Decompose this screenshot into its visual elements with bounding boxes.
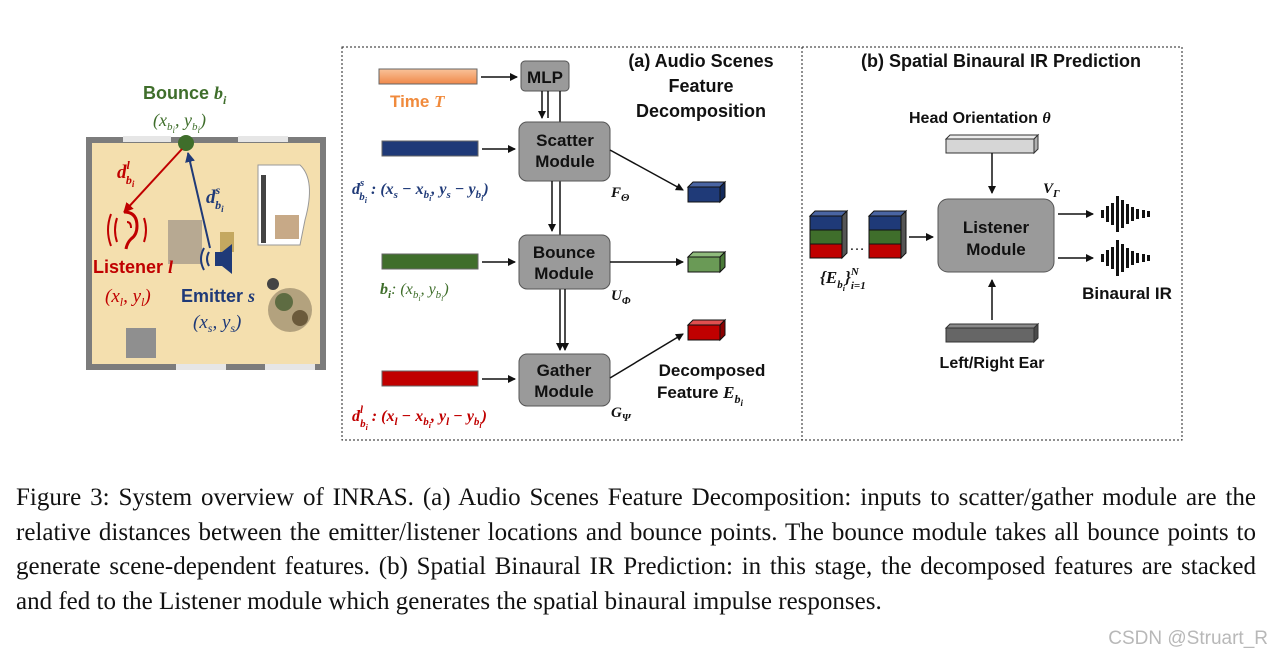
bounce-coord: (xbi, ybi) bbox=[153, 110, 206, 135]
svg-text:Decomposition: Decomposition bbox=[636, 101, 766, 121]
listener-distance-arrow bbox=[123, 148, 183, 213]
panel-a-title: (a) Audio Scenes Feature Decomposition bbox=[628, 51, 773, 121]
gather-module-box bbox=[518, 353, 611, 407]
gather-feature-cube bbox=[686, 318, 727, 342]
window-top-2 bbox=[238, 136, 288, 142]
left-right-ear-bar bbox=[944, 322, 1040, 344]
v-gamma-label: VΓ bbox=[1043, 181, 1060, 200]
speaker-icon bbox=[200, 244, 232, 274]
plant-leaf bbox=[275, 293, 293, 311]
binaural-ir-label: Binaural IR bbox=[1082, 284, 1172, 303]
svg-text:Feature: Feature bbox=[668, 76, 733, 96]
stool bbox=[267, 278, 279, 290]
u-phi-label: UΦ bbox=[611, 288, 631, 307]
emitter-coord: (xs, ys) bbox=[193, 312, 241, 335]
room-illustration bbox=[86, 136, 326, 370]
bounce-module-label: Bounce Module bbox=[533, 243, 595, 283]
svg-text:Scatter: Scatter bbox=[536, 131, 594, 150]
svg-text:Listener: Listener bbox=[963, 218, 1030, 237]
door-bottom bbox=[176, 364, 226, 370]
svg-text:Module: Module bbox=[535, 152, 595, 171]
emitter-distance-arrow bbox=[185, 152, 211, 249]
mlp-label: MLP bbox=[527, 68, 563, 87]
svg-text:Gather: Gather bbox=[537, 361, 592, 380]
listener-module-box bbox=[937, 198, 1055, 273]
bounce-feature-cube bbox=[686, 250, 727, 274]
svg-text:Decomposed: Decomposed bbox=[659, 361, 766, 380]
emitter-label: Emitter s bbox=[181, 286, 255, 306]
bounce-input-bar bbox=[381, 253, 479, 270]
figure-caption: Figure 3: System overview of INRAS. (a) … bbox=[16, 484, 1256, 615]
chair bbox=[168, 220, 202, 264]
mlp-box bbox=[520, 60, 570, 92]
gather-output-arrow bbox=[609, 333, 684, 379]
head-orientation-label: Head Orientation θ bbox=[909, 110, 1051, 127]
bounce-label: Bounce bi bbox=[143, 83, 227, 107]
ear-icon bbox=[107, 210, 147, 250]
gather-input-bar bbox=[381, 370, 479, 387]
svg-text:Module: Module bbox=[534, 264, 594, 283]
waveform-icon bbox=[1101, 196, 1150, 232]
door-bottom-2 bbox=[265, 364, 315, 370]
time-input-bar bbox=[378, 68, 478, 85]
listener-coord: (xl, yl) bbox=[105, 286, 151, 309]
scatter-module-box bbox=[518, 121, 611, 182]
piano-keys bbox=[261, 175, 266, 243]
waveform-icon bbox=[1101, 240, 1150, 276]
piano-bench bbox=[275, 215, 299, 239]
bounce-point bbox=[178, 135, 194, 151]
f-theta-label: FΘ bbox=[610, 185, 630, 204]
stacked-feature-n bbox=[867, 209, 908, 260]
cabinet bbox=[126, 328, 156, 358]
panel-frame bbox=[341, 46, 1183, 441]
g-psi-label: GΨ bbox=[611, 405, 632, 424]
left-right-ear-label: Left/Right Ear bbox=[940, 355, 1045, 372]
svg-text:(a) Audio Scenes: (a) Audio Scenes bbox=[628, 51, 773, 71]
bounce-input-label: bi: (xbi, ybi) bbox=[380, 281, 449, 303]
stacked-feature-1 bbox=[808, 209, 849, 260]
window-top bbox=[123, 136, 171, 142]
svg-text:Module: Module bbox=[534, 382, 594, 401]
listener-module-label: Listener Module bbox=[963, 218, 1030, 259]
scatter-input-bar bbox=[381, 140, 479, 157]
head-orientation-bar bbox=[944, 133, 1040, 155]
time-label: Time T bbox=[390, 92, 445, 111]
scatter-feature-cube bbox=[686, 180, 727, 204]
panel-b-title: (b) Spatial Binaural IR Prediction bbox=[861, 51, 1141, 71]
decomposed-feature-label: Decomposed Feature Ebi bbox=[657, 361, 765, 408]
plant-leaf-2 bbox=[292, 310, 308, 326]
watermark: CSDN @Struart_R bbox=[1108, 628, 1268, 649]
scatter-output-arrow bbox=[609, 149, 684, 191]
listener-label: Listener l bbox=[93, 257, 173, 277]
svg-text:Module: Module bbox=[966, 240, 1026, 259]
plant bbox=[268, 288, 312, 332]
gather-module-label: Gather Module bbox=[534, 361, 594, 401]
stack-ellipsis: … bbox=[849, 237, 865, 254]
svg-text:Feature Ebi: Feature Ebi bbox=[657, 383, 743, 408]
scatter-module-label: Scatter Module bbox=[535, 131, 595, 171]
svg-text:Bounce: Bounce bbox=[533, 243, 595, 262]
